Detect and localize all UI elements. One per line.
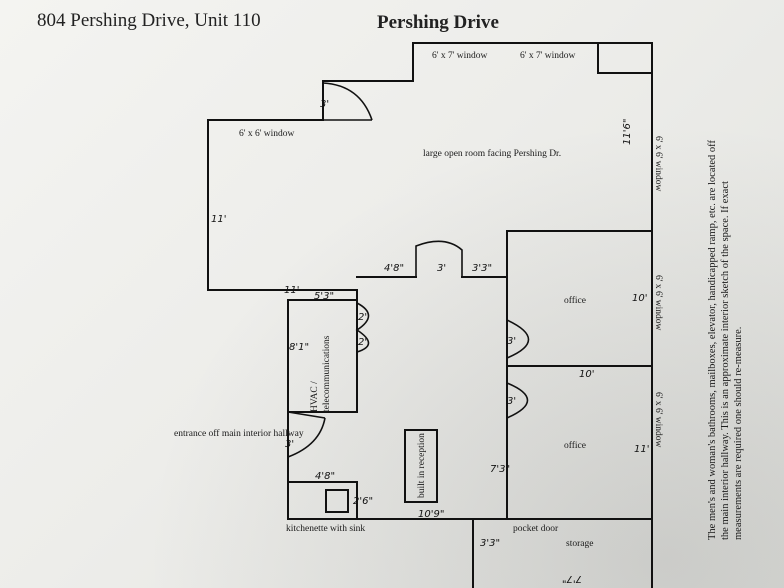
open-room-label: large open room facing Pershing Dr. [423,148,561,159]
window-right-mid-label: 6' x 6' window [653,275,663,331]
measure-hall-c: 3'3" [472,263,492,274]
measure-closet-a: 2' [358,312,367,323]
measure-hvac-top: 5'3" [314,291,334,302]
measure-office-door-1: 3' [507,336,516,347]
entrance-label: entrance off main interior hallway [174,428,304,439]
window-right-top-label: 6' x 6' window [653,136,663,192]
top-door-arc [322,82,373,121]
measure-bottom: 10'9" [418,509,444,520]
measure-door-top: 3' [320,99,329,110]
measure-hvac-side: 8'1" [289,342,309,353]
office-door-1 [506,319,530,359]
reception-label: built in reception [417,433,427,498]
window-top-right-label: 6' x 7' window [520,51,576,61]
sink [325,489,349,513]
hvac-closet [287,299,358,413]
address-title: 804 Pershing Drive, Unit 110 [37,10,261,31]
office-2-label: office [564,440,586,451]
entrance-door-line [287,411,326,419]
measure-corner: 11' [284,285,299,296]
measure-entrance-door: 3' [285,439,294,450]
entrance-door-arc [287,417,326,458]
reception-desk [404,429,438,503]
measure-storage: 7'7" [562,573,582,584]
window-left-label: 6' x 6' window [239,129,295,139]
office-1-label: office [564,295,586,306]
office-door-2 [506,382,529,419]
measure-kitchen-w: 4'8" [315,471,335,482]
telecom-label: telecommunications [322,335,332,412]
measure-hall-b: 3' [437,263,446,274]
measure-closet-b: 2' [358,337,367,348]
measure-right-wall: 11'6" [622,119,633,145]
window-top-left-label: 6' x 7' window [432,51,488,61]
hvac-label: HVAC / [310,381,320,412]
measure-office-2-top: 10' [579,369,594,380]
pocket-door-label: pocket door [513,524,559,534]
window-right-low-label: 6' x 6' window [653,392,663,448]
kitchenette-label: kitchenette with sink [286,524,365,534]
measure-hall-a: 4'8" [384,263,404,274]
measure-office-1: 10' [632,293,647,304]
measure-storage-door: 3'3" [480,538,500,549]
measure-kitchen-d: 2'6" [353,496,373,507]
corner-column [597,42,653,74]
hall-door-arc [415,240,463,277]
kitchenette-counter [287,481,358,520]
measure-office-2-w: 11' [634,444,649,455]
closet-door-arcs [355,302,370,353]
storage-label: storage [566,539,593,549]
measure-left-wall: 11' [211,214,226,225]
measure-reception: 7'3" [490,464,510,475]
outer-wall-top [322,42,653,588]
measure-office-door-2: 3' [507,396,516,407]
disclaimer-note: The men's and woman's bathrooms, mailbox… [707,140,744,540]
street-title: Pershing Drive [377,12,499,33]
